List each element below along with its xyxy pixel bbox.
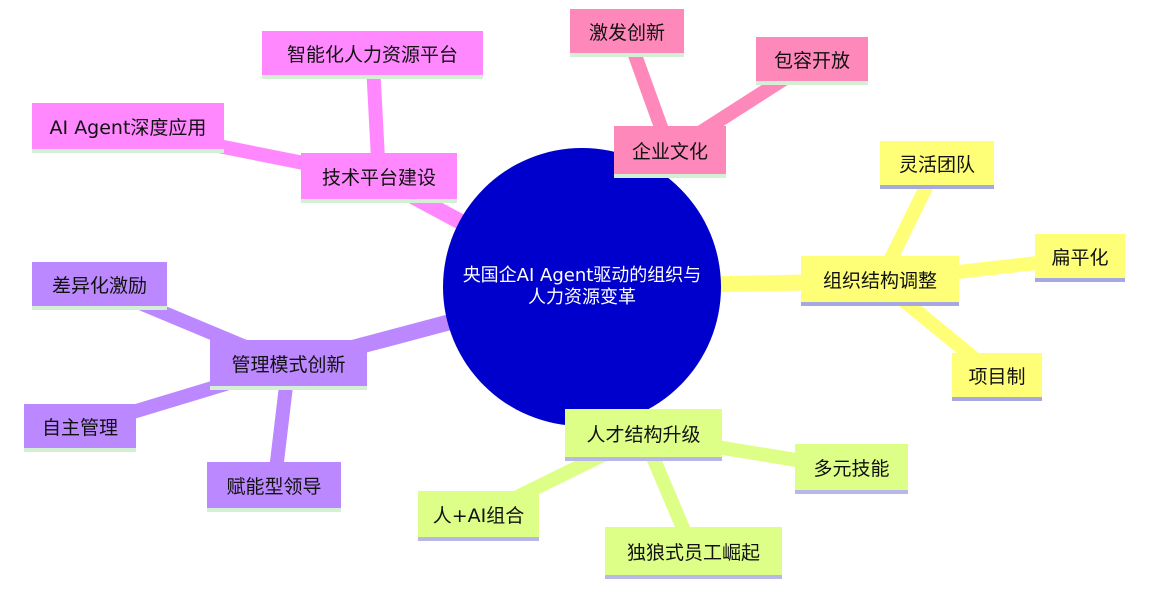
- leaf-node-tech-1-label: AI Agent深度应用: [49, 116, 207, 139]
- leaf-node-mgmt-0-label: 差异化激励: [51, 274, 147, 297]
- leaf-node-mgmt-0: 差异化激励: [32, 262, 167, 310]
- branch-node-mgmt-label: 管理模式创新: [231, 353, 346, 376]
- leaf-node-talent-0-label: 多元技能: [813, 457, 890, 480]
- leaf-node-mgmt-1: 自主管理: [24, 404, 136, 452]
- root-label: 央国企AI Agent驱动的组织与人力资源变革: [462, 265, 702, 308]
- branch-node-tech: 技术平台建设: [301, 153, 457, 203]
- branch-node-org: 组织结构调整: [801, 256, 959, 306]
- leaf-node-mgmt-2-label: 赋能型领导: [226, 475, 322, 498]
- leaf-node-mgmt-2: 赋能型领导: [207, 462, 341, 512]
- leaf-node-talent-1: 独狼式员工崛起: [605, 527, 782, 579]
- leaf-node-mgmt-1-label: 自主管理: [41, 416, 118, 439]
- branch-node-culture: 企业文化: [614, 126, 726, 178]
- leaf-node-tech-0: 智能化人力资源平台: [262, 31, 483, 79]
- leaf-node-tech-0-label: 智能化人力资源平台: [286, 43, 458, 66]
- leaf-node-culture-0-label: 激发创新: [588, 21, 665, 44]
- branch-node-tech-label: 技术平台建设: [321, 166, 436, 189]
- leaf-node-talent-2-label: 人+AI组合: [432, 504, 525, 527]
- branch-node-talent: 人才结构升级: [565, 409, 722, 461]
- leaf-node-org-2-label: 项目制: [968, 365, 1026, 388]
- branch-node-talent-label: 人才结构升级: [586, 423, 701, 446]
- leaf-node-talent-0: 多元技能: [795, 444, 908, 494]
- branch-node-mgmt: 管理模式创新: [210, 340, 367, 390]
- leaf-node-talent-2: 人+AI组合: [418, 491, 539, 541]
- root-node: 央国企AI Agent驱动的组织与人力资源变革: [443, 148, 721, 426]
- leaf-node-org-2: 项目制: [952, 353, 1042, 401]
- leaf-node-org-0-label: 灵活团队: [898, 153, 975, 176]
- leaf-node-org-1-label: 扁平化: [1051, 246, 1109, 269]
- leaf-node-talent-1-label: 独狼式员工崛起: [626, 541, 760, 564]
- leaf-node-culture-1-label: 包容开放: [773, 49, 850, 72]
- leaf-node-culture-0: 激发创新: [570, 9, 684, 57]
- branch-node-culture-label: 企业文化: [631, 140, 708, 163]
- leaf-node-culture-1: 包容开放: [756, 37, 868, 85]
- branch-node-org-label: 组织结构调整: [822, 269, 937, 292]
- leaf-node-tech-1: AI Agent深度应用: [32, 103, 224, 153]
- leaf-node-org-0: 灵活团队: [880, 141, 994, 189]
- leaf-node-org-1: 扁平化: [1035, 234, 1125, 282]
